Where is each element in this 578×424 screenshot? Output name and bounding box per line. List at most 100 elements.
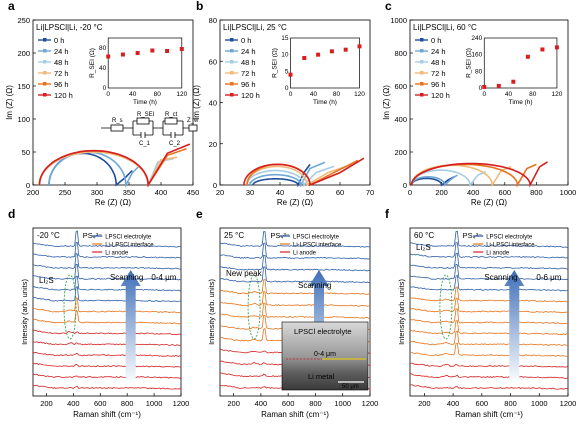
- inset-x-label: Time (h): [313, 99, 337, 106]
- legend-marker: [230, 60, 234, 64]
- inset-x-tick-label: 120: [354, 91, 365, 98]
- legend-label: 96 h: [241, 80, 256, 89]
- panel-label: d: [8, 207, 15, 221]
- y-axis-label: Intensity (arb. units): [207, 279, 216, 345]
- legend-label: LPSCl electrolyte: [105, 235, 152, 241]
- x-tick-label: 200: [435, 188, 448, 197]
- inset-point: [106, 54, 111, 59]
- raman-spectrum: [409, 384, 569, 390]
- x-tick-label: 60: [336, 188, 344, 197]
- inset-point: [343, 47, 348, 52]
- y-axis-label: Intensity (arb. units): [20, 279, 29, 345]
- y-tick-label: 150: [17, 82, 30, 91]
- axes-frame: [409, 19, 569, 186]
- scanning-label: Scanning: [298, 281, 331, 290]
- y-tick-label: 200: [394, 148, 407, 157]
- x-tick-label: 70: [366, 188, 374, 197]
- raman-spectrum: [409, 297, 568, 314]
- raman-spectrum: [409, 308, 569, 325]
- circuit-label: R_SEI: [137, 112, 155, 118]
- x-tick-label: 400: [255, 399, 268, 408]
- legend-marker: [420, 71, 424, 75]
- warburg-zw: [188, 124, 198, 132]
- inset-y-tick-label: 80: [475, 68, 483, 75]
- y-tick-label: 200: [17, 49, 30, 58]
- nyquist-curve: [410, 174, 458, 187]
- legend-marker: [43, 93, 47, 97]
- inset-y-tick-label: 15: [281, 35, 289, 42]
- axes-frame: [219, 227, 371, 397]
- y-tick-label: 800: [394, 49, 407, 58]
- inset-bottom-label: Li metal: [308, 372, 335, 381]
- raman-spectrum: [409, 373, 568, 379]
- inset-frame: [483, 37, 558, 89]
- legend-label: LPSCl electrolyte: [293, 235, 340, 241]
- legend-marker: [420, 93, 424, 97]
- legend-label: Li-LPSCl interface: [486, 243, 535, 249]
- inset-x-tick-label: 40: [505, 91, 513, 98]
- raman-spectrum: [409, 320, 569, 336]
- legend-label: Li anode: [105, 251, 129, 257]
- legend-label: 24 h: [241, 47, 256, 56]
- x-tick-label: 800: [309, 399, 322, 408]
- legend-marker: [43, 82, 47, 86]
- y-tick-label: 600: [394, 82, 407, 91]
- inset-x-tick-label: 120: [552, 91, 563, 98]
- x-axis-label: Re (Z) (Ω): [471, 198, 508, 207]
- axes-frame: [32, 19, 194, 186]
- raman-spectrum: [409, 230, 568, 248]
- inset-point: [329, 49, 334, 54]
- legend-marker: [230, 93, 234, 97]
- legend-label: 0 h: [431, 36, 441, 45]
- inset-y-tick-label: 10: [281, 52, 289, 59]
- panel-title: Li|LPSCl|Li, 60 °C: [413, 23, 477, 32]
- panel-title: Li|LPSCl|Li, -20 °C: [36, 23, 103, 32]
- inset-y-tick-label: 5: [285, 68, 289, 75]
- x-tick-label: 1000: [531, 399, 548, 408]
- nyquist-curve: [246, 165, 335, 187]
- legend-label: 0 h: [54, 36, 64, 45]
- x-tick-label: 1200: [560, 399, 577, 408]
- legend-label: 72 h: [241, 69, 256, 78]
- legend-label: LPSCl electrolyte: [486, 235, 533, 241]
- x-tick-label: 600: [282, 399, 295, 408]
- raman-spectrum: [32, 297, 182, 314]
- inset-point: [554, 45, 559, 50]
- temperature-label: -20 °C: [37, 231, 60, 240]
- x-tick-label: 1200: [173, 399, 190, 408]
- raman-spectrum: [32, 286, 181, 303]
- x-axis-label: Raman shift (cm⁻¹): [455, 410, 523, 419]
- circuit-label: Z_w: [187, 118, 199, 124]
- legend-marker: [43, 71, 47, 75]
- legend-marker: [420, 49, 424, 53]
- resistor-rsei: [136, 117, 150, 125]
- x-axis-label: Re (Z) (Ω): [277, 198, 314, 207]
- inset-y-label: R_SEI (Ω): [89, 48, 96, 78]
- inset-y-tick-label: 0: [103, 85, 107, 92]
- x-tick-label: 1000: [334, 399, 351, 408]
- nyquist-curve: [38, 143, 191, 188]
- inset-point: [135, 51, 140, 55]
- y-tick-label: 50: [22, 148, 30, 157]
- inset-point: [482, 84, 487, 89]
- inset-x-tick-label: 0: [289, 91, 293, 98]
- inset-point: [496, 83, 501, 88]
- raman-spectrum: [32, 362, 182, 368]
- x-tick-label: 0: [408, 188, 412, 197]
- x-tick-label: 400: [447, 399, 460, 408]
- legend-label: 72 h: [431, 69, 446, 78]
- x-tick-label: 800: [504, 399, 517, 408]
- inset-x-tick-label: 80: [154, 91, 162, 98]
- li2s-label: Li₂S: [39, 276, 54, 285]
- li2s-ellipse: [63, 274, 77, 340]
- inset-x-tick-label: 0: [482, 91, 486, 98]
- inset-x-tick-label: 40: [310, 91, 318, 98]
- capacitor-c1: [132, 120, 154, 138]
- circuit-label: C_1: [139, 141, 151, 147]
- raman-spectrum: [32, 263, 182, 281]
- x-axis-label: Raman shift (cm⁻¹): [261, 410, 329, 419]
- inset-point: [288, 72, 293, 77]
